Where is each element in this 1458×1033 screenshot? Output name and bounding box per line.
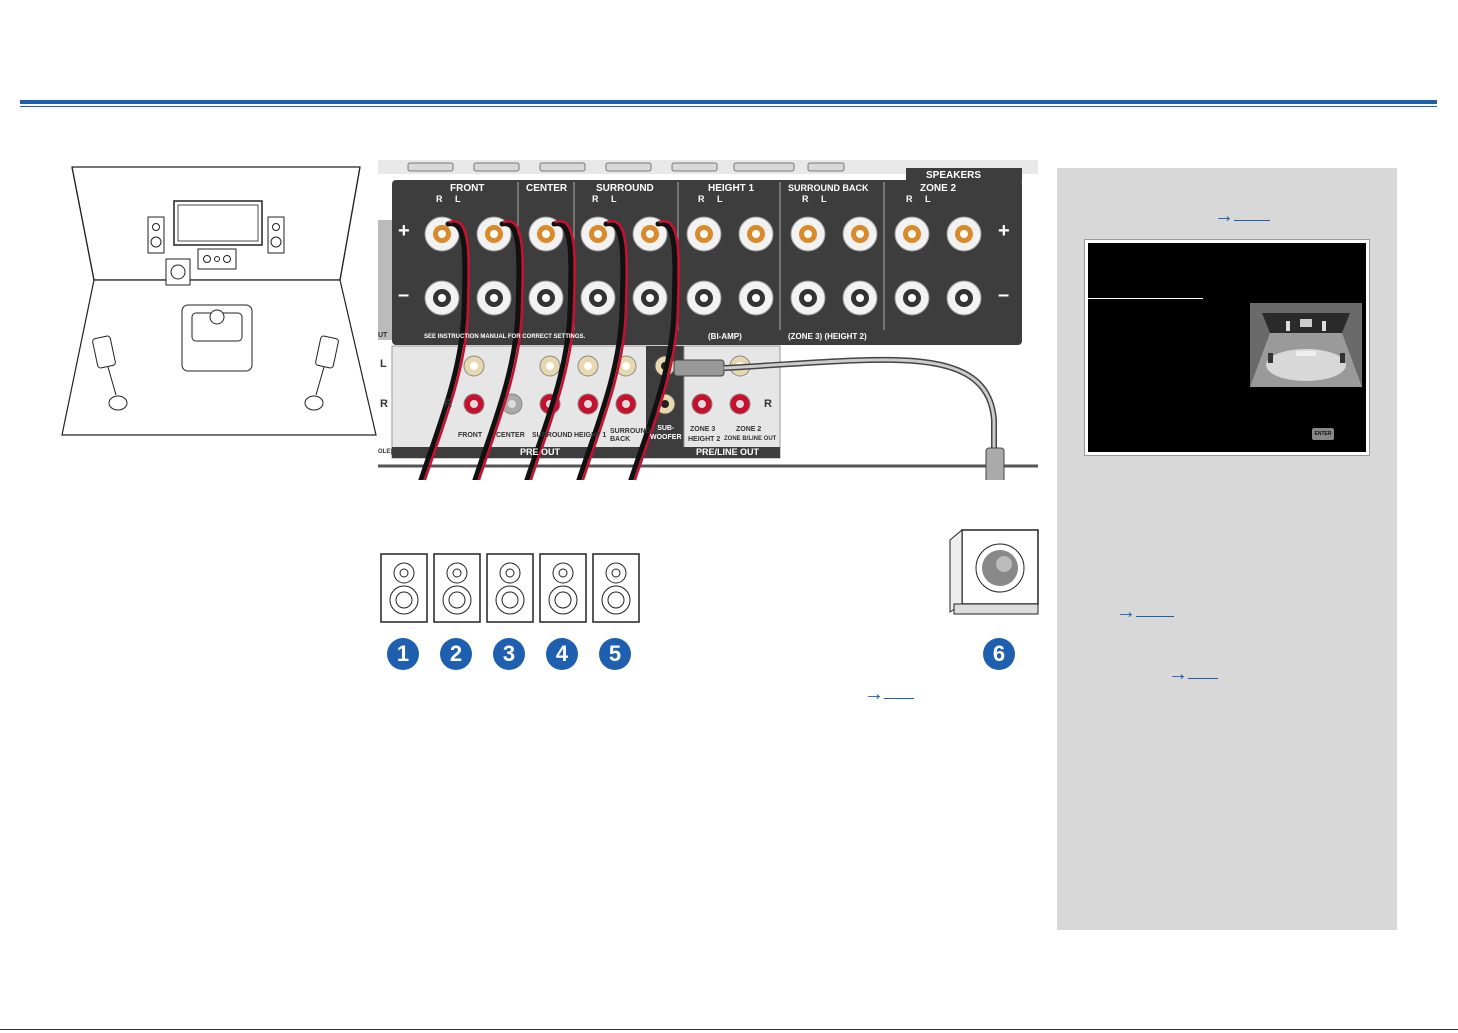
number-badge-4: 4 — [546, 638, 578, 670]
speaker-1-icon — [380, 553, 428, 623]
channels-surround: R L — [592, 194, 617, 204]
enter-button-icon: ENTER — [1312, 428, 1334, 440]
pre-line-out-label: PRE/LINE OUT — [696, 447, 760, 457]
edge-ole-label: OLE) — [378, 449, 393, 455]
surround-right-speaker-icon — [304, 335, 339, 411]
rca-label-height2: HEIGHT 2 — [688, 436, 721, 443]
subwoofer-small-icon — [165, 258, 191, 286]
rca-label-zone2: ZONE 2 — [736, 426, 762, 433]
rca-label-front: FRONT — [458, 432, 483, 439]
channel-l-label: L — [380, 358, 387, 370]
zone2-r-label: R — [764, 398, 772, 410]
rca-label-center: CENTER — [496, 432, 525, 439]
header-rule — [20, 100, 1437, 104]
rca-label-zone3: ZONE 3 — [690, 426, 716, 433]
number-badge-5: 5 — [599, 638, 631, 670]
minus-sign-left: – — [398, 284, 410, 306]
channels-front: R L — [436, 194, 461, 204]
page-ref-link-b[interactable]: → — [1168, 664, 1218, 684]
speaker-4-icon — [539, 553, 587, 623]
edge-ut-label: UT — [378, 332, 388, 339]
subwoofer-cable — [673, 356, 1005, 483]
setup-screen-preview: ENTER — [1084, 239, 1370, 456]
zone3-height2-label: (ZONE 3) (HEIGHT 2) — [788, 332, 867, 341]
rca-r-label: R — [444, 398, 452, 410]
group-label-surround: SURROUND — [596, 183, 654, 194]
speakers-header: SPEAKERS — [926, 170, 982, 181]
group-label-center: CENTER — [526, 183, 568, 194]
subwoofer-jack-label: SUB- WOOFER — [650, 425, 682, 441]
front-right-speaker-icon — [267, 216, 285, 254]
binding-post-row-plus — [424, 216, 982, 252]
footer-rule — [0, 1029, 1458, 1030]
speaker-3-icon — [486, 553, 534, 623]
rca-label-surround-back: SURROUND BACK — [610, 428, 651, 443]
group-label-zone2: ZONE 2 — [920, 183, 957, 194]
number-badge-6: 6 — [983, 638, 1015, 670]
rca-label-zone2-sub: ZONE B/LINE OUT — [724, 436, 777, 442]
channels-surround-back: R L — [802, 194, 827, 204]
listener-sofa-icon — [181, 304, 253, 372]
group-label-front: FRONT — [450, 183, 485, 194]
pre-out-label: PRE OUT — [520, 447, 561, 457]
group-label-surround-back: SURROUND BACK — [788, 183, 869, 193]
plus-sign-right: + — [998, 220, 1010, 242]
subwoofer-icon — [949, 528, 1039, 615]
minus-sign-right: – — [998, 284, 1010, 306]
channels-height1: R L — [698, 194, 723, 204]
number-badge-2: 2 — [440, 638, 472, 670]
speaker-2-icon — [433, 553, 481, 623]
rca-label-height1: HEIGHT 1 — [574, 432, 607, 439]
number-badge-3: 3 — [493, 638, 525, 670]
screen-divider — [1088, 298, 1203, 299]
plus-sign-left: + — [398, 220, 410, 242]
instruction-notice: SEE INSTRUCTION MANUAL FOR CORRECT SETTI… — [424, 334, 586, 340]
receiver-rear-panel: SPEAKERS FRONT CENTER SURROUND HEIGHT 1 … — [378, 160, 1038, 558]
room-preview-image — [1250, 303, 1362, 387]
number-badge-1: 1 — [387, 638, 419, 670]
channels-zone2: R L — [906, 194, 931, 204]
channel-r-label: R — [380, 398, 388, 410]
bi-amp-label: (BI-AMP) — [708, 332, 742, 341]
page-ref-link-a[interactable]: → — [1116, 602, 1174, 622]
rca-label-surround: SURROUND — [532, 432, 573, 439]
surround-left-speaker-icon — [92, 335, 128, 411]
room-layout-diagram — [60, 165, 378, 440]
page-ref-link-subwoofer[interactable]: → — [864, 684, 914, 704]
group-label-height1: HEIGHT 1 — [708, 183, 755, 194]
page-ref-link-setup[interactable]: → — [1214, 206, 1270, 226]
speaker-5-icon — [592, 553, 640, 623]
header-rule-thin — [20, 106, 1437, 107]
center-speaker-icon — [197, 248, 237, 270]
binding-post-row-minus — [424, 280, 982, 316]
front-left-speaker-icon — [147, 216, 165, 254]
